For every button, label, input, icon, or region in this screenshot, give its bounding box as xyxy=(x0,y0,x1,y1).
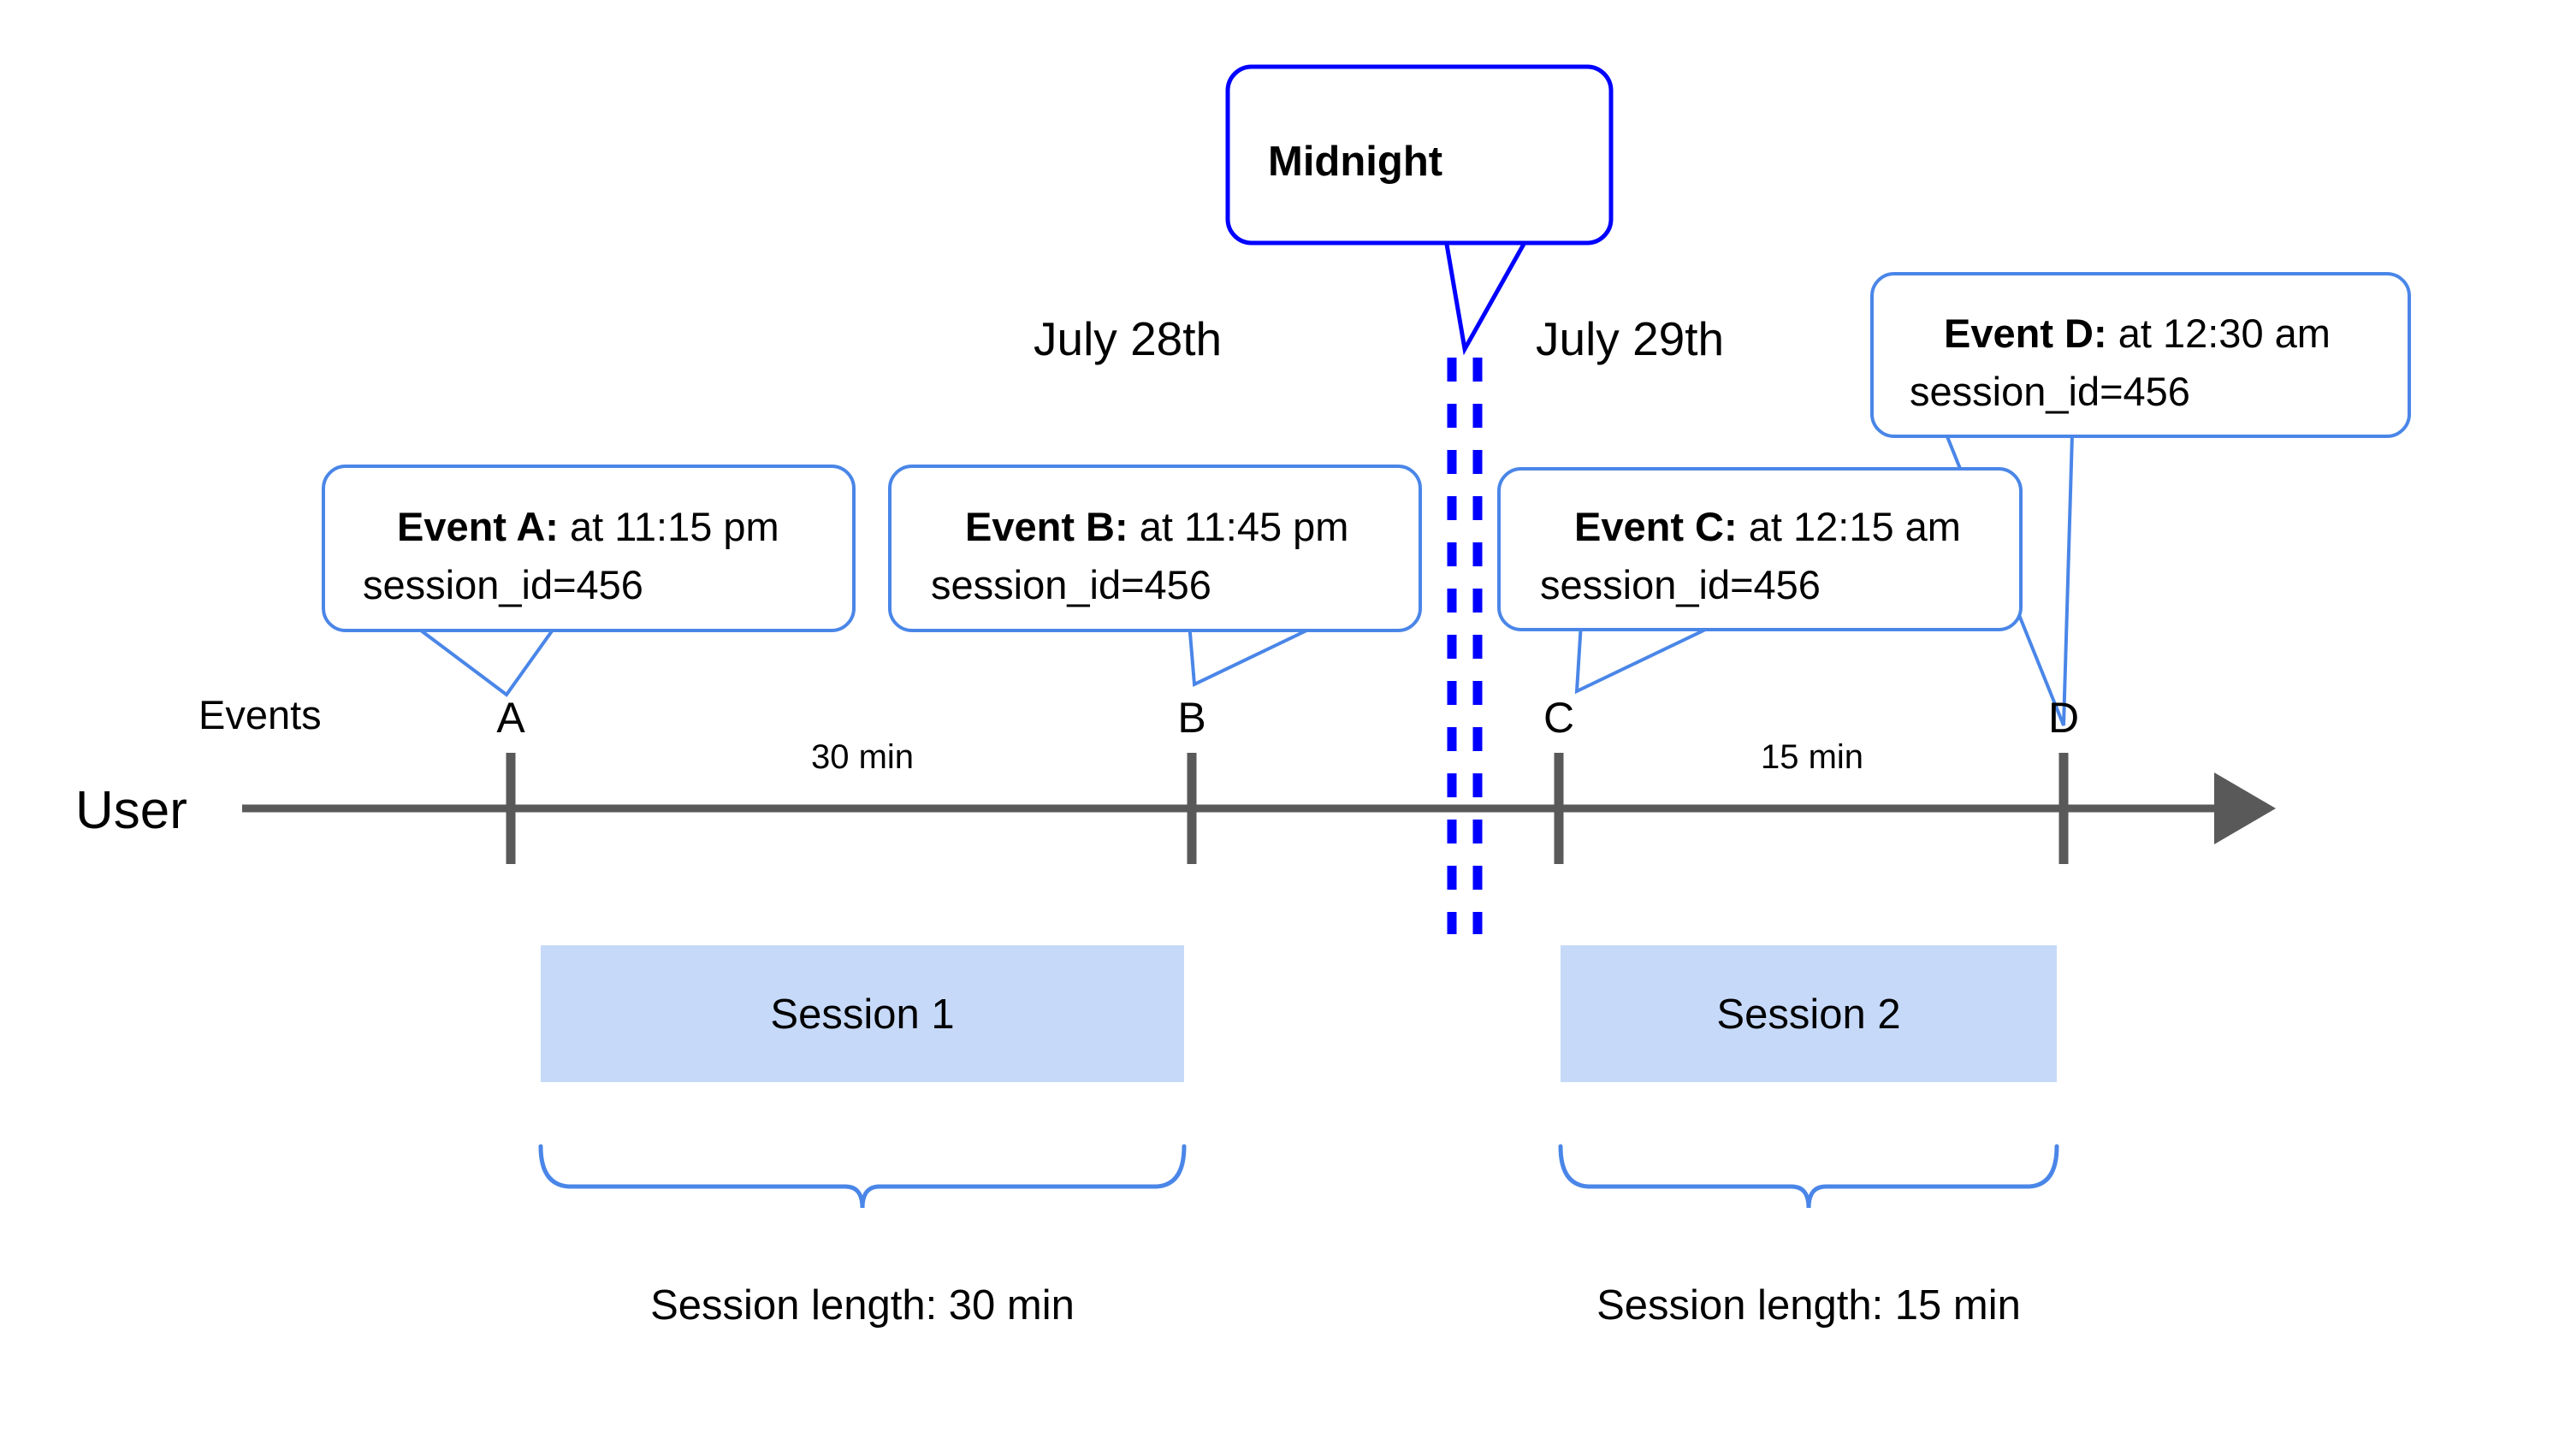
session-1-group: Session 1 Session length: 30 min xyxy=(538,945,1187,1329)
tick-label-b: B xyxy=(1177,694,1205,742)
callout-event-b-bold: Event B: xyxy=(965,504,1128,549)
session-1-label: Session 1 xyxy=(770,991,954,1038)
callout-event-c-bold: Event C: xyxy=(1574,504,1738,549)
callout-event-c-tail xyxy=(1574,621,1721,695)
day-label-july-29: July 29th xyxy=(1536,312,1724,365)
events-row-label: Events xyxy=(198,692,322,737)
callout-event-b-rest: at 11:45 pm xyxy=(1128,504,1349,549)
tick-label-c: C xyxy=(1543,694,1574,742)
midnight-callout-box xyxy=(1225,64,1614,246)
midnight-callout[interactable]: Midnight xyxy=(1225,64,1614,356)
session-2-label: Session 2 xyxy=(1716,991,1900,1038)
callout-event-a-tail xyxy=(406,621,561,697)
callout-event-a-box xyxy=(322,465,856,632)
callout-event-d-rest: at 12:30 am xyxy=(2107,311,2331,356)
midnight-divider xyxy=(1447,358,1483,934)
session-1-length-label: Session length: 30 min xyxy=(650,1282,1075,1329)
session-2-bar xyxy=(1561,945,2057,1082)
user-row-label: User xyxy=(75,781,187,840)
day-label-july-28: July 28th xyxy=(1034,312,1222,365)
callout-event-c-line1: Event C: at 12:15 am xyxy=(1540,504,1987,549)
callout-event-a[interactable]: Event A: at 11:15 pm session_id=456 xyxy=(322,465,856,697)
session-2-brace xyxy=(1558,1144,2059,1209)
axis-arrow-icon xyxy=(2214,772,2276,844)
callout-event-a-line2: session_id=456 xyxy=(363,562,643,607)
callout-event-c-box xyxy=(1497,467,2023,631)
callout-event-d-line2: session_id=456 xyxy=(1910,369,2190,414)
tick-label-a: A xyxy=(496,694,525,742)
gap-label-15min: 15 min xyxy=(1761,738,1863,776)
callout-event-b-line1: Event B: at 11:45 pm xyxy=(931,504,1376,549)
callout-event-b-line2: session_id=456 xyxy=(931,562,1211,607)
callout-event-a-line1: Event A: at 11:15 pm xyxy=(363,504,806,549)
session-1-bar xyxy=(541,945,1184,1082)
callout-event-d-line1: Event D: at 12:30 am xyxy=(1910,311,2357,356)
callout-event-c-rest: at 12:15 am xyxy=(1738,504,1961,549)
callout-event-a-bold: Event A: xyxy=(397,504,559,549)
callout-event-b[interactable]: Event B: at 11:45 pm session_id=456 xyxy=(888,465,1422,688)
callout-event-d-bold: Event D: xyxy=(1944,311,2107,356)
session-2-group: Session 2 Session length: 15 min xyxy=(1558,945,2059,1329)
callout-event-d-box xyxy=(1870,272,2411,438)
callout-event-c-line2: session_id=456 xyxy=(1540,562,1821,607)
gap-label-30min: 30 min xyxy=(811,738,914,776)
timeline-axis xyxy=(242,753,2276,864)
callout-event-b-box xyxy=(888,465,1422,632)
midnight-callout-label: Midnight xyxy=(1268,139,1442,185)
session-1-brace xyxy=(538,1144,1187,1209)
session-2-length-label: Session length: 15 min xyxy=(1596,1282,2021,1329)
callout-event-a-rest: at 11:15 pm xyxy=(559,504,779,549)
tick-label-d: D xyxy=(2048,694,2079,742)
midnight-callout-tail xyxy=(1443,237,1531,356)
callout-event-c[interactable]: Event C: at 12:15 am session_id=456 xyxy=(1497,467,2023,695)
